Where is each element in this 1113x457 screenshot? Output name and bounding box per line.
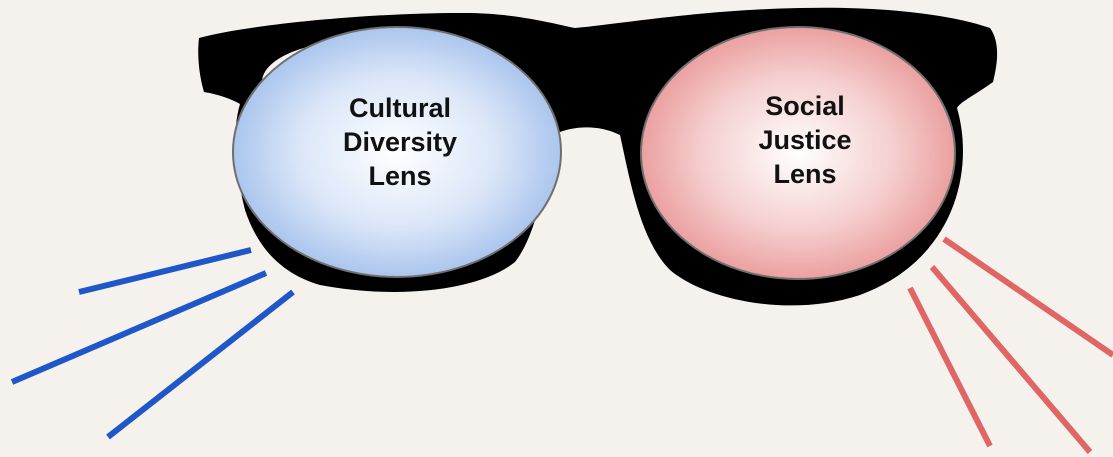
left-ray-3 [106,289,295,440]
right-label-line-3: Lens [773,159,837,189]
right-lens [640,26,956,280]
right-ray-1 [942,236,1113,358]
right-label-line-1: Social [765,91,845,121]
right-label-line-2: Justice [758,125,852,155]
left-label-line-2: Diversity [342,127,458,157]
right-ray-2 [929,265,1093,454]
cultural-diversity-lens-label: Cultural Diversity Lens [300,91,500,193]
left-label-line-3: Lens [368,161,432,191]
left-ray-2 [10,270,268,385]
left-lens [232,26,562,278]
right-ray-3 [907,286,993,448]
left-label-line-1: Cultural [348,93,451,123]
social-justice-lens-label: Social Justice Lens [705,89,905,191]
left-ray-1 [78,247,252,295]
